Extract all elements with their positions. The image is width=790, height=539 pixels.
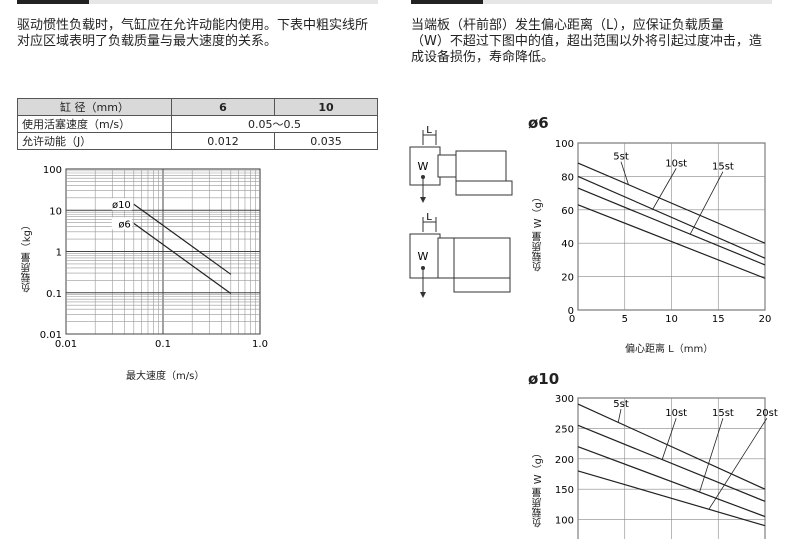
left-paragraph-line: 对应区域表明了负载质量与最大速度的关系。: [17, 34, 278, 49]
series-label-bg: [111, 198, 132, 211]
series-leader: [617, 409, 622, 423]
series-line: [133, 203, 232, 275]
y-tick-label: 100: [555, 139, 574, 150]
w-label: W: [418, 160, 429, 173]
left-paragraph-line: 驱动惯性负载时，气缸应在允许动能内使用。下表中粗实线所: [17, 18, 369, 33]
series-line: [577, 446, 766, 518]
series-leader: [661, 418, 677, 460]
table-row: 允许动能（J） 0.012 0.035: [17, 132, 378, 150]
y-tick-label: 100: [43, 165, 62, 176]
series-line: [577, 403, 766, 490]
series-label: 15st: [712, 162, 734, 173]
table-header-bore: 缸 径（mm）: [17, 98, 172, 116]
eccentric-chart-10: 300250200150100505st10st15st20st: [555, 394, 778, 539]
x-tick-label: 10: [665, 314, 678, 325]
series-line: [577, 187, 766, 266]
l-label: L: [426, 212, 432, 223]
chart3-title: ø10: [528, 370, 560, 388]
series-label: 5st: [613, 152, 629, 163]
x-tick-label: 0.01: [55, 339, 77, 350]
y-tick-label: 20: [561, 273, 574, 284]
table-cell-label: 允许动能（J）: [17, 132, 172, 150]
series-label: ø10: [112, 200, 131, 211]
y-tick-label: 60: [561, 206, 574, 217]
cylinder-diagram-bottom: L W: [409, 212, 511, 298]
kinetic-energy-chart: 100 10 1 0.1 0.010.01 0.1 1.0 ø10 ø6: [40, 165, 268, 350]
y-tick-label: 150: [555, 485, 574, 496]
series-line: [577, 470, 766, 527]
series-label: 10st: [665, 158, 687, 169]
w-label: W: [418, 250, 429, 263]
table-header-6: 6: [171, 98, 275, 116]
y-tick-label: 10: [49, 206, 62, 217]
series-label: 5st: [613, 399, 629, 410]
series-line: [577, 204, 766, 279]
y-tick-label: 80: [561, 172, 574, 183]
series-line: [577, 424, 766, 502]
series-label: 15st: [712, 408, 734, 419]
y-tick-label: 40: [561, 239, 574, 250]
table-cell-value: 0.035: [274, 132, 378, 150]
x-tick-label: 0.1: [155, 339, 171, 350]
table-cell-value: 0.05～0.5: [171, 115, 378, 133]
x-tick-label: 15: [712, 314, 725, 325]
chart2-title: ø6: [528, 114, 549, 132]
y-tick-label: 100: [555, 516, 574, 527]
cylinder-diagram-top: L W: [409, 125, 513, 203]
series-label: 10st: [665, 408, 687, 419]
right-section-bar: [411, 0, 772, 4]
chart2-xlabel: 偏心距离 L（mm）: [625, 344, 714, 355]
table-header-row: 缸 径（mm） 6 10: [17, 98, 378, 116]
series-line: [577, 162, 766, 244]
left-section-bar: [17, 0, 378, 4]
left-paragraph: 驱动惯性负载时，气缸应在允许动能内使用。下表中粗实线所 对应区域表明了负载质量与…: [17, 18, 382, 50]
table-row: 使用活塞速度（m/s） 0.05～0.5: [17, 115, 378, 133]
series-leader: [652, 168, 677, 210]
series-leader: [689, 171, 724, 235]
series-line: [577, 175, 766, 259]
series-leader: [699, 418, 724, 493]
right-paragraph-line: 成设备损伤，寿命降低。: [411, 50, 555, 65]
series-line: [133, 222, 232, 294]
x-tick-label: 0: [569, 314, 575, 325]
series-leader: [708, 418, 768, 510]
y-tick-label: 250: [555, 424, 574, 435]
y-tick-label: 0: [568, 306, 574, 317]
table-header-10: 10: [274, 98, 378, 116]
right-paragraph-line: 当端板（杆前部）发生偏心距离（L），应保证负载质量: [411, 18, 724, 33]
series-leader: [620, 161, 629, 185]
series-label: ø6: [118, 219, 130, 230]
y-tick-label: 300: [555, 394, 574, 405]
table-cell-label: 使用活塞速度（m/s）: [17, 115, 172, 133]
right-paragraph-line: （W）不超过下图中的值，超出范围以外将引起过度冲击，造: [411, 34, 762, 49]
series-label-bg: [111, 217, 132, 230]
x-tick-label: 5: [622, 314, 628, 325]
y-tick-label: 1: [56, 248, 62, 259]
y-tick-label: 0.1: [46, 289, 62, 300]
x-tick-label: 1.0: [252, 339, 268, 350]
eccentric-chart-6: 100 80 60 40 20 00 5 10 15 20 5st 10st 15st: [555, 139, 772, 325]
y-tick-label: 0.01: [40, 330, 62, 341]
right-paragraph: 当端板（杆前部）发生偏心距离（L），应保证负载质量 （W）不超过下图中的值，超出…: [411, 18, 781, 66]
chart1-xlabel: 最大速度（m/s）: [126, 371, 205, 382]
y-tick-label: 200: [555, 455, 574, 466]
x-tick-label: 20: [759, 314, 772, 325]
series-label: 20st: [756, 408, 778, 419]
table-cell-value: 0.012: [171, 132, 275, 150]
l-label: L: [426, 125, 432, 136]
spec-table: 缸 径（mm） 6 10 使用活塞速度（m/s） 0.05～0.5 允许动能（J…: [17, 98, 378, 150]
